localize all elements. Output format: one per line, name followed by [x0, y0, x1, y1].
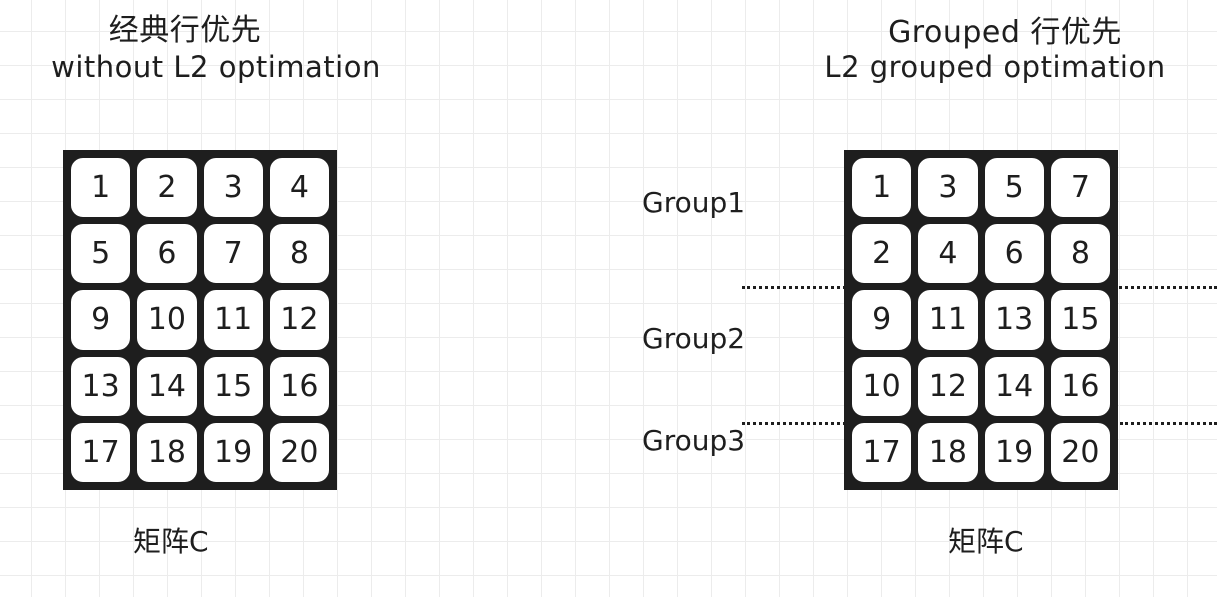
matrix-cell: 7	[201, 222, 265, 286]
matrix-cell: 4	[267, 156, 331, 220]
matrix-grid: 1 2 3 4 5 6 7 8 9 10 11 12 13 14 15 16 1…	[63, 150, 337, 490]
matrix-cell: 18	[135, 420, 199, 484]
matrix-cell: 14	[982, 354, 1046, 418]
matrix-cell: 9	[850, 288, 914, 352]
matrix-cell: 13	[982, 288, 1046, 352]
matrix-grid: 1 3 5 7 2 4 6 8 9 11 13 15 10 12 14 16 1…	[844, 150, 1118, 490]
row-major-panel: 经典行优先 without L2 optimation 1 2 3 4 5 6 …	[0, 0, 500, 597]
matrix-cell: 18	[916, 420, 980, 484]
matrix-cell: 1	[850, 156, 914, 220]
group-divider	[742, 286, 1217, 289]
matrix-cell: 3	[201, 156, 265, 220]
panel-title: 经典行优先	[108, 13, 262, 48]
matrix-cell: 5	[982, 156, 1046, 220]
matrix-cell: 16	[1048, 354, 1112, 418]
matrix-cell: 12	[267, 288, 331, 352]
matrix-cell: 12	[916, 354, 980, 418]
matrix-cell: 2	[135, 156, 199, 220]
matrix-cell: 11	[201, 288, 265, 352]
matrix-cell: 19	[982, 420, 1046, 484]
matrix-cell: 10	[135, 288, 199, 352]
matrix-caption: 矩阵C	[133, 525, 209, 558]
matrix-cell: 10	[850, 354, 914, 418]
group-label: Group1	[642, 186, 746, 219]
panel-title: Grouped 行优先	[888, 15, 1122, 50]
matrix-cell: 11	[916, 288, 980, 352]
matrix-cell: 8	[267, 222, 331, 286]
grouped-row-major-panel: Grouped 行优先 L2 grouped optimation Group1…	[600, 0, 1217, 597]
matrix-caption: 矩阵C	[948, 525, 1024, 558]
matrix-cell: 6	[135, 222, 199, 286]
matrix-cell: 15	[1048, 288, 1112, 352]
matrix-cell: 2	[850, 222, 914, 286]
matrix-cell: 17	[850, 420, 914, 484]
matrix-cell: 17	[69, 420, 133, 484]
group-divider	[1120, 422, 1217, 425]
matrix-cell: 4	[916, 222, 980, 286]
matrix-cell: 20	[267, 420, 331, 484]
matrix-cell: 15	[201, 354, 265, 418]
panel-subtitle: without L2 optimation	[51, 50, 381, 84]
group-label: Group2	[642, 322, 746, 355]
matrix-cell: 6	[982, 222, 1046, 286]
matrix-cell: 1	[69, 156, 133, 220]
matrix-cell: 9	[69, 288, 133, 352]
matrix-cell: 7	[1048, 156, 1112, 220]
matrix-cell: 5	[69, 222, 133, 286]
matrix-cell: 19	[201, 420, 265, 484]
group-divider	[742, 422, 846, 425]
matrix-cell: 20	[1048, 420, 1112, 484]
panel-subtitle: L2 grouped optimation	[824, 50, 1166, 84]
matrix-cell: 8	[1048, 222, 1112, 286]
group-label: Group3	[642, 424, 746, 457]
matrix-cell: 16	[267, 354, 331, 418]
matrix-cell: 14	[135, 354, 199, 418]
matrix-cell: 3	[916, 156, 980, 220]
matrix-cell: 13	[69, 354, 133, 418]
